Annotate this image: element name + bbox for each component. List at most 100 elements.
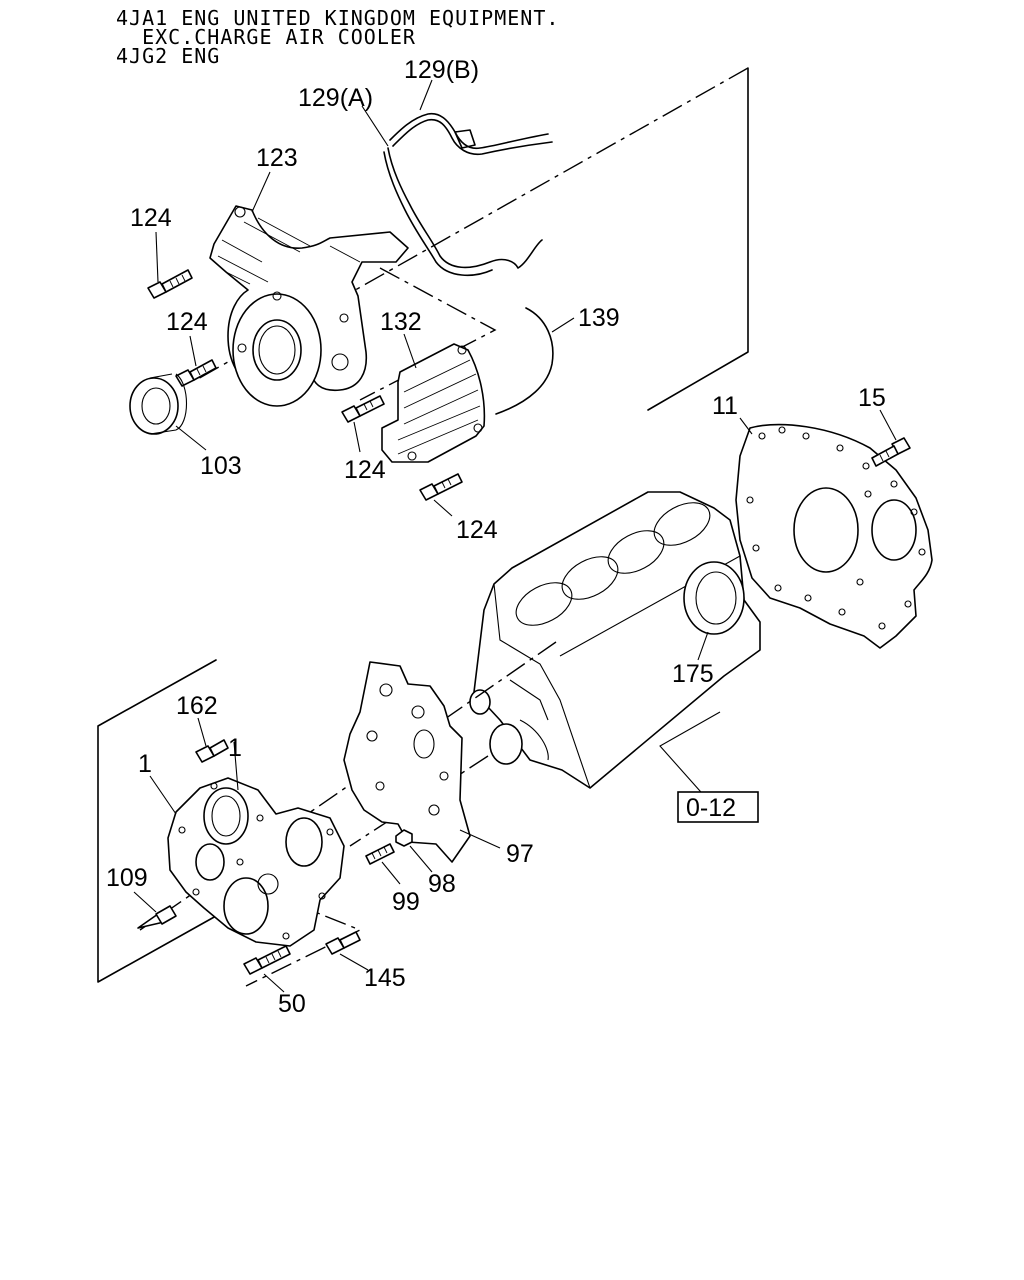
leader-175: [697, 631, 709, 661]
nut-98: [395, 829, 413, 847]
gasket-139: [495, 307, 554, 415]
leader-11: [739, 417, 753, 435]
callout-145: 145: [364, 964, 406, 992]
front-plate-holes: [178, 782, 334, 940]
cylinder-bores: [515, 502, 711, 626]
leader-1-b: [233, 741, 239, 791]
bolt-162: [195, 739, 229, 763]
oil-pipe-bracket: [454, 129, 476, 149]
callout-175: 175: [672, 660, 714, 688]
oil-seal-103: [129, 377, 179, 435]
leader-103: [175, 425, 207, 451]
leader-97: [459, 829, 501, 849]
callout-129a: 129(A): [298, 84, 373, 112]
callout-50: 50: [278, 990, 306, 1018]
front-plate-bore-1-inner: [211, 795, 241, 837]
leader-129a: [361, 105, 389, 147]
lower-frame-line: [97, 659, 217, 983]
case-bolt-hole-2: [272, 291, 282, 301]
oil-pipe-129b-inner: [392, 118, 553, 156]
block-boss-2: [469, 689, 491, 715]
header-line-2: EXC.CHARGE AIR COOLER: [116, 25, 416, 49]
callout-99: 99: [392, 888, 420, 916]
bolt-124-c: [341, 395, 385, 423]
callout-103: 103: [200, 452, 242, 480]
case-boss: [331, 353, 349, 371]
front-plate-bore-2: [285, 817, 323, 867]
callout-97: 97: [506, 840, 534, 868]
front-plate-center: [257, 873, 279, 895]
upper-frame-line: [647, 67, 749, 411]
case-seal-bore-inner: [258, 325, 296, 375]
oil-pipe-129a: [387, 147, 543, 269]
leader-139: [551, 317, 575, 333]
oil-pipe-129b: [389, 112, 549, 150]
leader-145: [339, 953, 369, 971]
callout-15: 15: [858, 384, 886, 412]
callout-123: 123: [256, 144, 298, 172]
case-bolt-hole-1: [234, 206, 246, 218]
header-line-3: 4JG2 ENG: [116, 44, 221, 68]
callout-1: 1: [138, 750, 152, 778]
bolt-15: [871, 437, 911, 467]
bolt-124-d: [419, 473, 463, 501]
callout-109: 109: [106, 864, 148, 892]
oil-pipe-129a-inner: [383, 151, 493, 277]
block-boss-1: [489, 723, 523, 765]
flywheel-housing-holes: [746, 426, 926, 630]
leader-0-12: [659, 711, 721, 801]
oil-seal-175-inner: [695, 571, 737, 625]
leader-98: [409, 845, 433, 873]
leader-124-b: [189, 335, 197, 367]
header-line-1: 4JA1 ENG UNITED KINGDOM EQUIPMENT.: [116, 6, 560, 30]
callout-124-a: 124: [130, 204, 172, 232]
callout-129b: 129(B): [404, 56, 479, 84]
callout-124-d: 124: [456, 516, 498, 544]
cover-plate-132: [381, 343, 486, 463]
pin-109: [137, 905, 177, 929]
cylinder-block-ribs: [509, 679, 549, 761]
oil-seal-103-side: [149, 373, 187, 435]
cover-plate-hole-3: [407, 451, 417, 461]
oil-seal-103-inner: [141, 387, 171, 425]
cover-plate-hole-2: [473, 423, 483, 433]
stud-50: [243, 945, 291, 975]
callout-0-12: 0-12: [686, 794, 736, 822]
leader-1: [149, 775, 177, 815]
cover-plate-hole-1: [457, 345, 467, 355]
bolt-145: [325, 931, 361, 955]
cover-plate-hatch: [397, 359, 481, 455]
front-plate-bore-4: [195, 843, 225, 881]
timing-case-hatch: [217, 217, 361, 285]
callout-98: 98: [428, 870, 456, 898]
case-bolt-hole-4: [339, 313, 349, 323]
callout-132: 132: [380, 308, 422, 336]
flywheel-housing-bore-2: [871, 499, 917, 561]
upper-centerline: [195, 67, 749, 381]
callout-1-b: 1: [228, 734, 242, 762]
gasket-97-holes: [366, 683, 449, 816]
front-plate-bore-3: [223, 877, 269, 935]
callout-124-b: 124: [166, 308, 208, 336]
ref-0-12-box: [677, 791, 759, 823]
leader-50: [263, 973, 285, 993]
leader-124-d: [433, 499, 453, 517]
leader-109: [133, 891, 157, 913]
case-seal-bore: [252, 319, 302, 381]
stud-99: [365, 843, 395, 865]
leader-124-a: [155, 231, 159, 283]
callout-124-c: 124: [344, 456, 386, 484]
front-plate-bore-1: [203, 787, 249, 845]
bolt-124-a: [147, 269, 193, 299]
callout-11: 11: [712, 392, 738, 420]
leader-162: [197, 717, 207, 747]
oil-seal-175: [683, 561, 745, 635]
leader-99: [381, 861, 401, 885]
callout-162: 162: [176, 692, 218, 720]
leader-132: [403, 333, 417, 369]
leader-124-c: [353, 421, 361, 453]
case-bolt-hole-3: [237, 343, 247, 353]
flywheel-housing-bore-1: [793, 487, 859, 573]
